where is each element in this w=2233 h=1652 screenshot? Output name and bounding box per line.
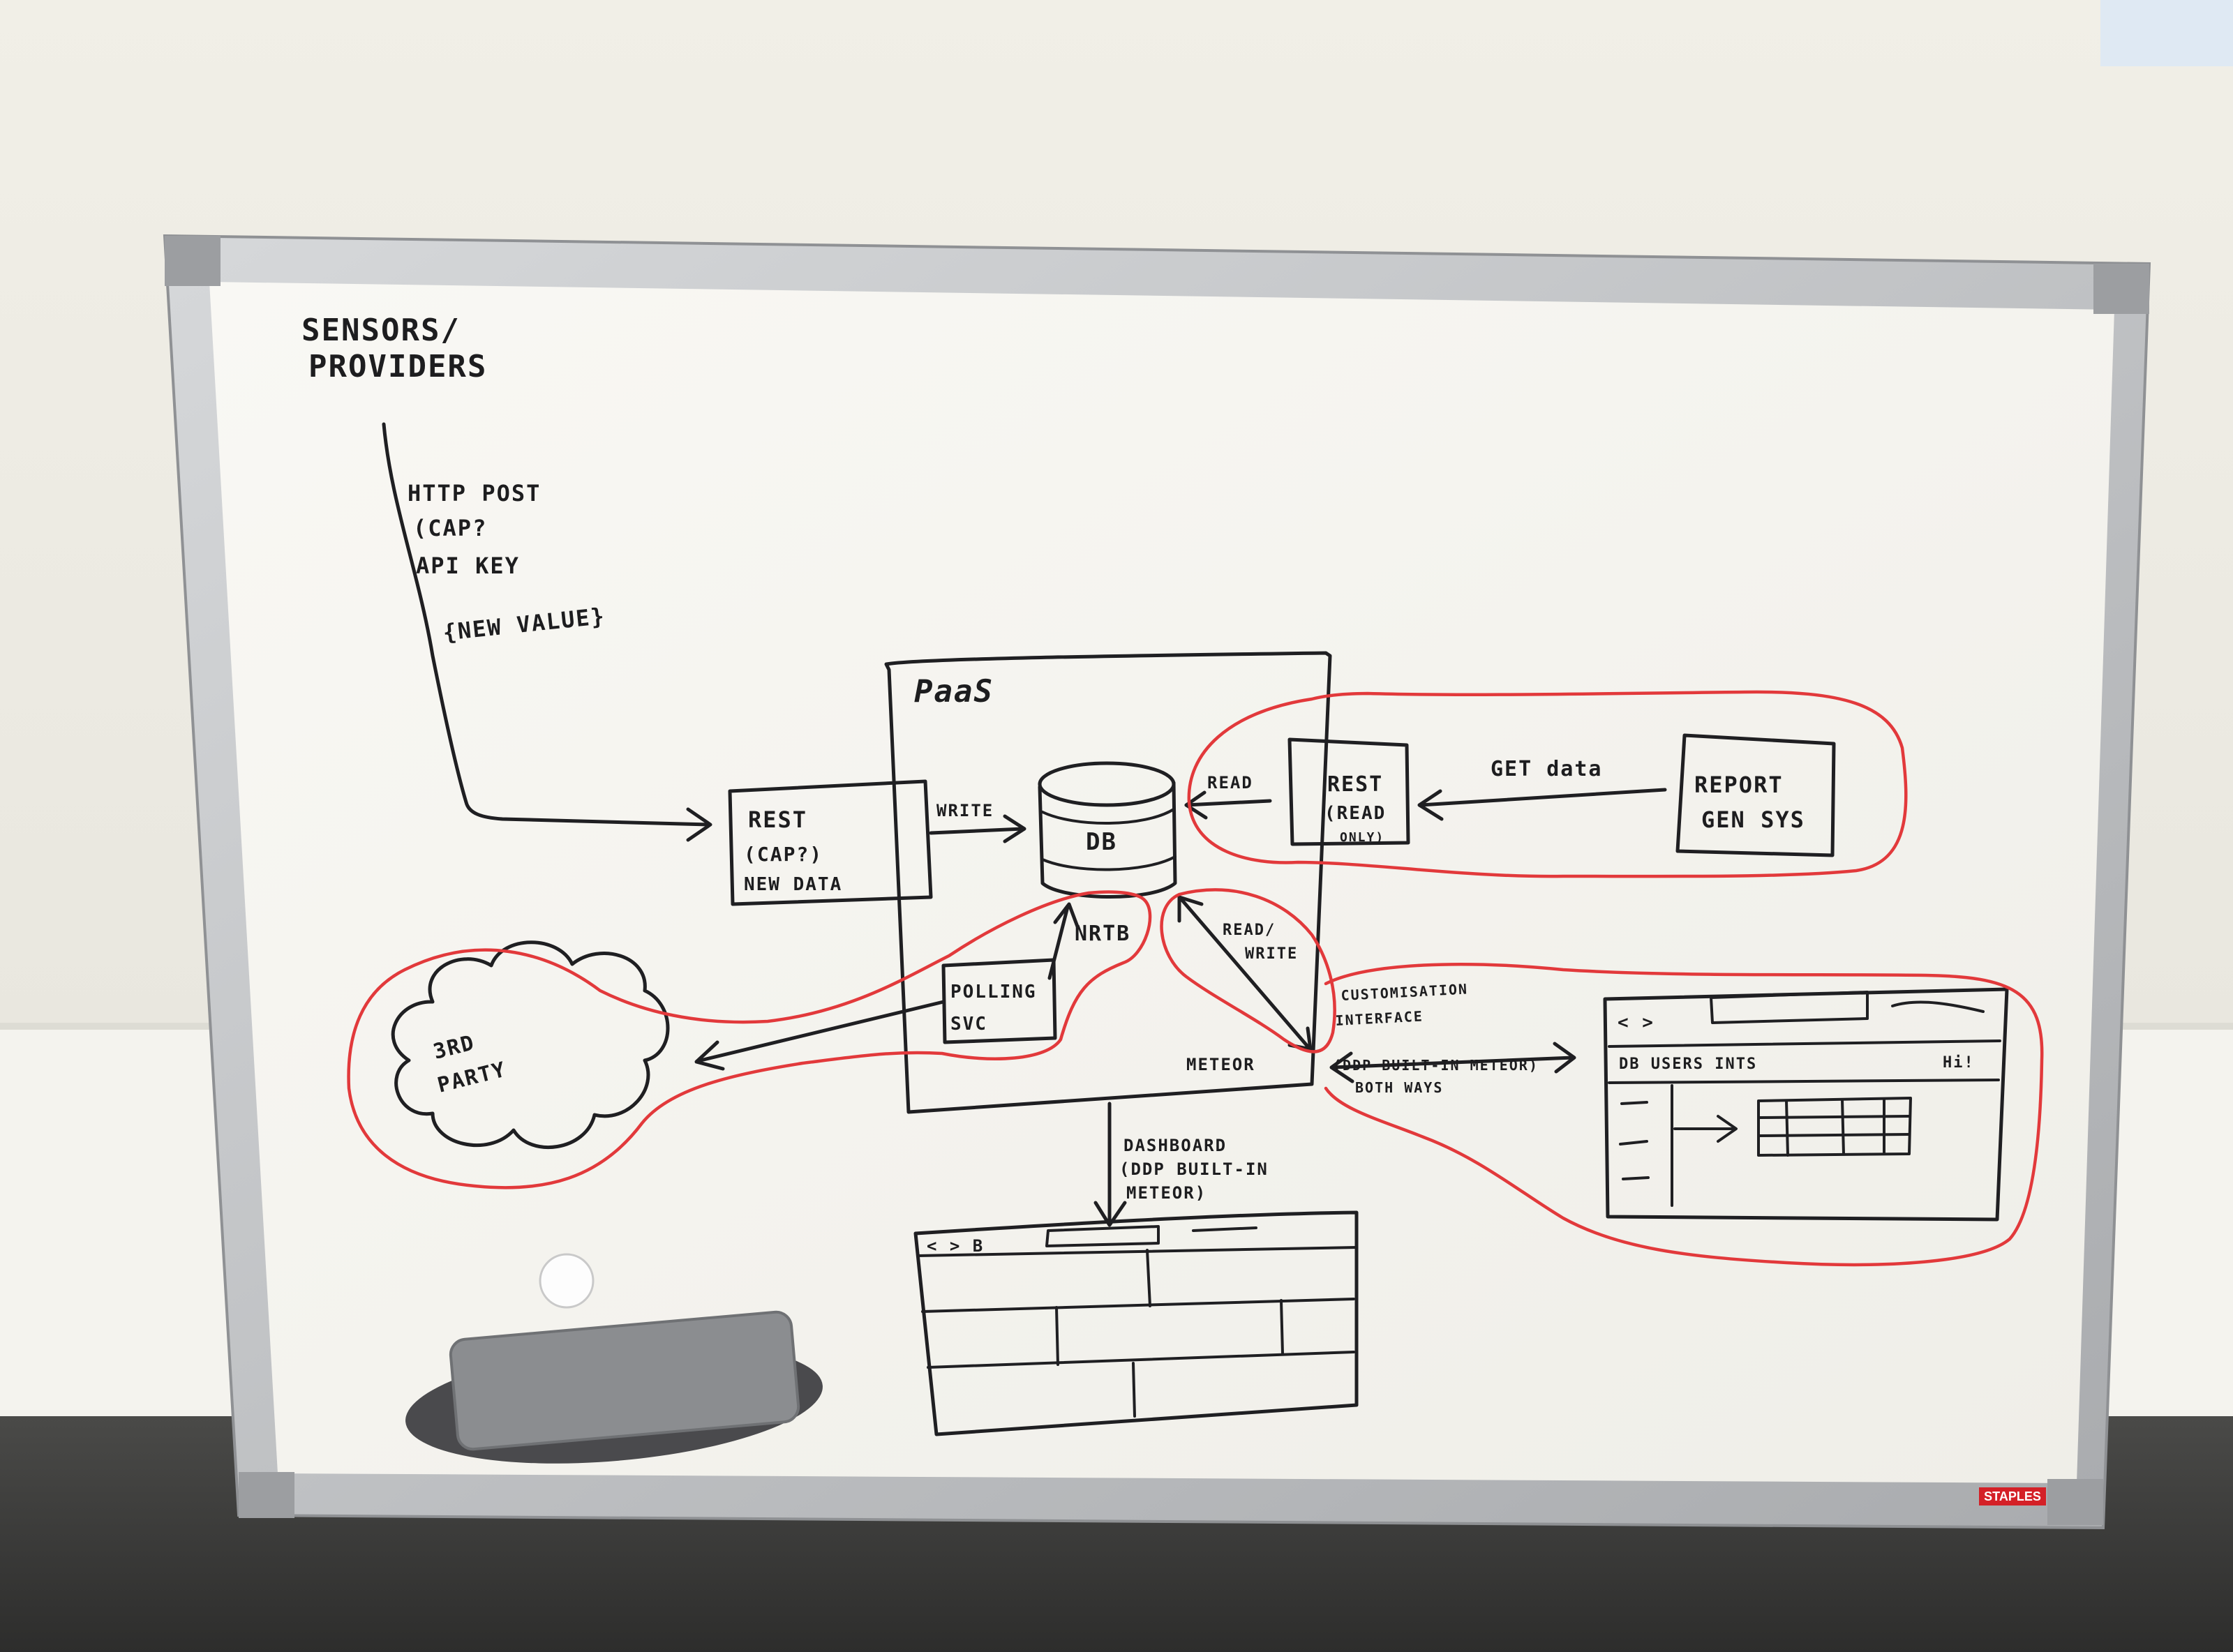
rest-ro-line-1: REST bbox=[1327, 772, 1383, 797]
polling-line-2: SVC bbox=[950, 1014, 987, 1035]
report-line-1: REPORT bbox=[1694, 772, 1784, 798]
report-box bbox=[1675, 733, 1836, 857]
sensor-arrowhead bbox=[686, 807, 712, 842]
rest-ro-line-2: (READ bbox=[1324, 803, 1386, 824]
readonly-zone-outline bbox=[1187, 690, 1908, 878]
rest-readonly-box bbox=[1287, 737, 1410, 846]
customisation-line-4: BOTH WAYS bbox=[1355, 1079, 1443, 1096]
admin-browser-nav: < > bbox=[1618, 1012, 1655, 1033]
write-label: WRITE bbox=[936, 801, 994, 820]
read-arrowhead bbox=[1184, 790, 1208, 820]
http-note-3: API KEY bbox=[416, 553, 520, 579]
read-arrow bbox=[1184, 799, 1272, 807]
report-line-2: GEN SYS bbox=[1701, 806, 1805, 833]
providers-label: PROVIDERS bbox=[308, 349, 487, 384]
read-write-line-2: WRITE bbox=[1245, 945, 1298, 963]
admin-ui-sketch bbox=[1603, 987, 2009, 1222]
dashboard-ui-sketch bbox=[913, 1210, 1359, 1436]
brand-label: STAPLES bbox=[1984, 1489, 2041, 1503]
magnet bbox=[539, 1253, 595, 1309]
corner-bracket-tr bbox=[2093, 264, 2149, 314]
customisation-arrow bbox=[1331, 1056, 1575, 1069]
sensors-label: SENSORS/ bbox=[301, 313, 461, 348]
rest-in-line-2: (CAP?) bbox=[744, 843, 823, 866]
customisation-zone-outline bbox=[1324, 963, 2044, 1267]
nrtb-label: NRTB bbox=[1075, 922, 1130, 946]
read-write-line-1: READ/ bbox=[1223, 922, 1276, 939]
whiteboard-surface bbox=[209, 282, 2114, 1483]
polling-to-db-arrowhead bbox=[1053, 902, 1080, 929]
get-data-label: GET data bbox=[1491, 757, 1603, 781]
rest-ro-line-3: ONLY) bbox=[1340, 830, 1384, 845]
eraser bbox=[449, 1310, 800, 1451]
http-note-2: (CAP? bbox=[413, 515, 487, 541]
paas-box bbox=[884, 651, 1332, 1114]
dashboard-browser-nav: < > B bbox=[927, 1236, 984, 1256]
third-party-arrowhead bbox=[694, 1040, 725, 1071]
get-data-arrow bbox=[1419, 788, 1667, 807]
write-arrow bbox=[929, 827, 1025, 835]
nrtb-readwrite-zone-outline bbox=[1160, 888, 1336, 1053]
customisation-line-3: (DDP BUILT-IN METEOR) bbox=[1333, 1057, 1539, 1074]
corner-bracket-tl bbox=[165, 236, 221, 286]
http-note-1: HTTP POST bbox=[408, 480, 541, 506]
dashboard-line-2: (DDP BUILT-IN bbox=[1119, 1159, 1269, 1179]
get-data-arrowhead bbox=[1417, 789, 1444, 821]
dashboard-line-1: DASHBOARD bbox=[1123, 1136, 1227, 1155]
polling-line-1: POLLING bbox=[950, 982, 1037, 1003]
db-cylinder bbox=[1038, 761, 1177, 899]
dashboard-line-3: METEOR) bbox=[1126, 1183, 1207, 1203]
third-party-zone-outline bbox=[347, 890, 1152, 1189]
third-party-cloud bbox=[391, 940, 670, 1150]
corner-bracket-bl bbox=[239, 1472, 294, 1518]
rest-in-line-1: REST bbox=[748, 806, 807, 833]
customisation-arrowhead-right bbox=[1553, 1042, 1576, 1074]
paas-label: PaaS bbox=[914, 674, 994, 709]
sensor-arrow bbox=[382, 422, 711, 827]
dashboard-arrowhead bbox=[1093, 1201, 1127, 1227]
rest-in-box bbox=[728, 779, 933, 906]
admin-hi: Hi! bbox=[1943, 1054, 1975, 1072]
polling-to-db-arrow bbox=[1047, 905, 1070, 980]
meteor-label: METEOR bbox=[1186, 1055, 1255, 1074]
third-party-arrow bbox=[699, 1000, 946, 1062]
db-label: DB bbox=[1086, 828, 1117, 856]
read-write-arrow bbox=[1179, 896, 1310, 1049]
read-label: READ bbox=[1207, 773, 1253, 793]
polling-box bbox=[941, 958, 1057, 1044]
brand-badge bbox=[1979, 1487, 2046, 1505]
rest-in-line-3: NEW DATA bbox=[744, 874, 842, 895]
customisation-arrowhead-left bbox=[1329, 1051, 1354, 1083]
wall-sign-corner bbox=[2100, 0, 2233, 66]
corner-bracket-br bbox=[2047, 1479, 2103, 1525]
write-arrowhead bbox=[1003, 814, 1026, 843]
admin-menu: DB USERS INTS bbox=[1619, 1056, 1757, 1073]
read-write-arrowhead-top bbox=[1177, 895, 1204, 923]
